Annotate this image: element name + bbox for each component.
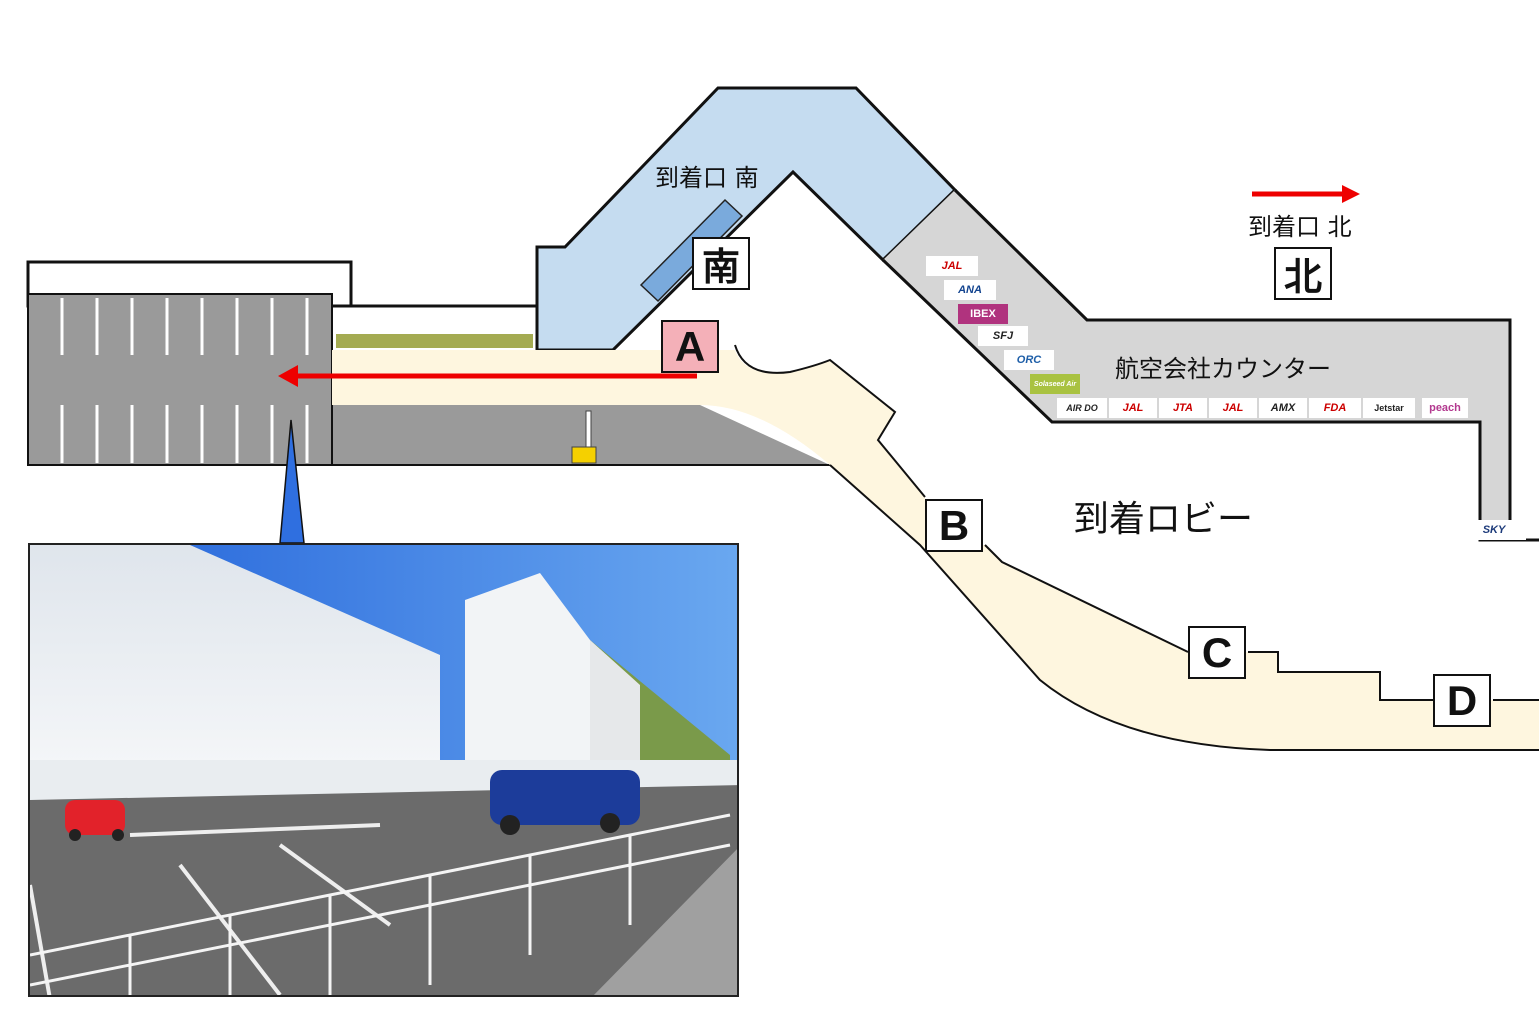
airline-logo-ana: ANA [944, 280, 996, 300]
marker-south: 南 [692, 237, 750, 290]
south-exit-label: 到着口 南 [655, 164, 759, 192]
airline-logo-fda: FDA [1309, 398, 1361, 418]
arrival-lobby-label: 到着ロビー [1073, 499, 1254, 540]
parking-area-photo [28, 543, 739, 997]
planting-strip [336, 334, 533, 348]
marker-c: C [1188, 626, 1246, 679]
marker-a: A [661, 320, 719, 373]
airline-logo-airdo: AIR DO [1057, 398, 1107, 418]
south-exit-area [535, 86, 958, 352]
airline-logo-amx: AMX [1259, 398, 1307, 418]
north-exit-label: 到着口 北 [1248, 213, 1352, 241]
airline-logo-jal: JAL [1209, 398, 1257, 418]
marker-north: 北 [1274, 247, 1332, 300]
bus-stop-icon [571, 446, 597, 464]
airline-logo-peach: peach [1422, 398, 1468, 418]
airline-counters-label: 航空会社カウンター [1115, 355, 1331, 383]
airline-logo-jetstar: Jetstar [1363, 398, 1415, 418]
airline-logo-orc: ORC [1004, 350, 1054, 370]
airline-counter-area [883, 190, 1510, 540]
marker-d: D [1433, 674, 1491, 727]
airline-logo-jal: JAL [1109, 398, 1157, 418]
marker-b: B [925, 499, 983, 552]
airline-logo-solaseed: Solaseed Air [1030, 374, 1080, 394]
airline-logo-ibex: IBEX [958, 304, 1008, 324]
airline-logo-jal: JAL [926, 256, 978, 276]
airline-logo-jta: JTA [1159, 398, 1207, 418]
airline-logo-sfj: SFJ [978, 326, 1028, 346]
south-door [639, 198, 744, 303]
pole-marker [585, 410, 592, 450]
airline-logo-skymark: SKY [1462, 520, 1526, 540]
